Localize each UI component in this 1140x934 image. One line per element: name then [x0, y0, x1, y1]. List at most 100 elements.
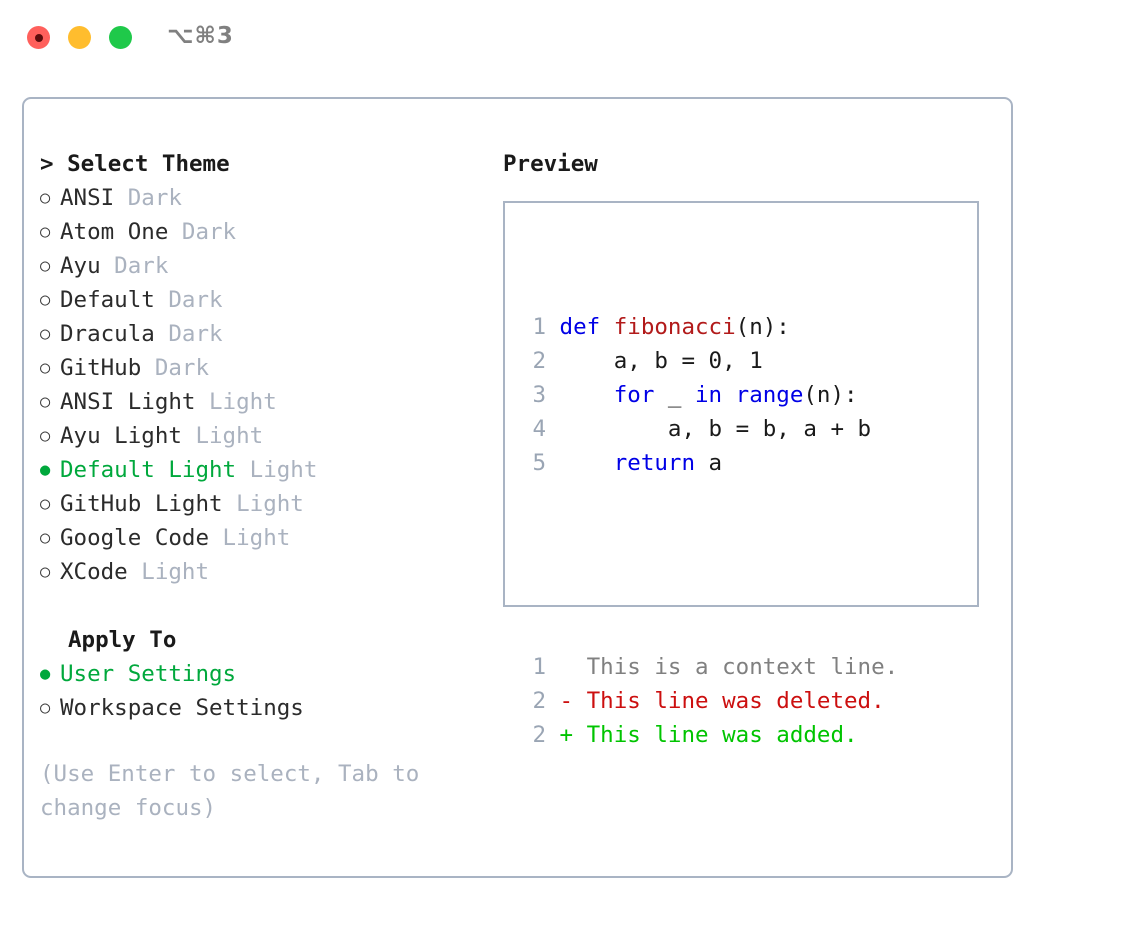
- preview-column: Preview 1 def fibonacci(n):2 a, b = 0, 1…: [503, 147, 1003, 748]
- theme-list[interactable]: ANSI DarkAtom One DarkAyu DarkDefault Da…: [40, 181, 500, 589]
- theme-item-8[interactable]: Default Light Light: [40, 453, 500, 487]
- maximize-window-button[interactable]: [109, 26, 132, 49]
- code-line-2: 3 for _ in range(n):: [522, 378, 898, 412]
- apply-item-1[interactable]: Workspace Settings: [40, 691, 500, 725]
- diff-text-add: + This line was added.: [559, 722, 858, 748]
- diff-line-0: 1 This is a context line.: [522, 650, 898, 684]
- radio-unselected-icon[interactable]: [40, 385, 60, 419]
- traffic-lights: [27, 26, 132, 49]
- radio-selected-icon[interactable]: [40, 453, 60, 487]
- line-number: 1: [532, 654, 546, 680]
- theme-item-label: Default Light: [60, 457, 237, 483]
- radio-selected-icon[interactable]: [40, 657, 60, 691]
- theme-item-3[interactable]: Default Dark: [40, 283, 500, 317]
- line-number: 1: [532, 314, 546, 340]
- code-token-fn: fibonacci: [613, 314, 736, 340]
- theme-mode-tag: Dark: [168, 219, 237, 245]
- theme-item-0[interactable]: ANSI Dark: [40, 181, 500, 215]
- theme-item-label: Default: [60, 287, 155, 313]
- line-number: 4: [532, 416, 546, 442]
- close-window-button[interactable]: [27, 26, 50, 49]
- apply-to-list[interactable]: User SettingsWorkspace Settings: [40, 657, 500, 725]
- diff-lines: 1 This is a context line.2 - This line w…: [522, 650, 898, 752]
- theme-mode-tag: Light: [127, 559, 210, 585]
- radio-unselected-icon[interactable]: [40, 249, 60, 283]
- theme-selection-column: > Select Theme ANSI DarkAtom One DarkAyu…: [40, 147, 500, 825]
- theme-item-6[interactable]: ANSI Light Light: [40, 385, 500, 419]
- theme-item-label: GitHub Light: [60, 491, 223, 517]
- code-token-pl: (n):: [735, 314, 790, 340]
- radio-unselected-icon[interactable]: [40, 351, 60, 385]
- theme-picker-panel: > Select Theme ANSI DarkAtom One DarkAyu…: [22, 97, 1013, 878]
- theme-mode-tag: Light: [195, 389, 277, 415]
- radio-unselected-icon[interactable]: [40, 521, 60, 555]
- code-line-0: 1 def fibonacci(n):: [522, 310, 898, 344]
- code-token-kw: in: [695, 382, 723, 408]
- code-token-kw: def: [559, 314, 614, 340]
- line-number: 2: [532, 688, 546, 714]
- diff-line-2: 2 + This line was added.: [522, 718, 898, 752]
- code-token-pl: _: [654, 382, 696, 408]
- theme-mode-tag: Dark: [100, 253, 169, 279]
- radio-unselected-icon[interactable]: [40, 487, 60, 521]
- radio-unselected-icon[interactable]: [40, 317, 60, 351]
- code-token-pl: a, b = b, a + b: [559, 416, 872, 442]
- theme-mode-tag: Light: [222, 491, 304, 517]
- theme-item-2[interactable]: Ayu Dark: [40, 249, 500, 283]
- theme-item-label: GitHub: [60, 355, 142, 381]
- theme-mode-tag: Light: [209, 525, 291, 551]
- code-token-pl: a, b = 0, 1: [559, 348, 763, 374]
- diff-text-del: - This line was deleted.: [559, 688, 885, 714]
- minimize-window-button[interactable]: [68, 26, 91, 49]
- code-token-pl: a: [695, 450, 723, 476]
- code-blank-line: [522, 548, 898, 582]
- code-token-kw: range: [735, 382, 804, 408]
- line-number: 2: [532, 348, 546, 374]
- theme-mode-tag: Dark: [114, 185, 182, 211]
- code-line-4: 5 return a: [522, 446, 898, 480]
- code-token-pl: [560, 450, 614, 476]
- code-line-1: 2 a, b = 0, 1: [522, 344, 898, 378]
- diff-line-1: 2 - This line was deleted.: [522, 684, 898, 718]
- diff-text-ctx: This is a context line.: [559, 654, 899, 680]
- theme-item-9[interactable]: GitHub Light Light: [40, 487, 500, 521]
- theme-item-label: Google Code: [60, 525, 210, 551]
- theme-item-label: ANSI Light: [60, 389, 196, 415]
- theme-item-5[interactable]: GitHub Dark: [40, 351, 500, 385]
- theme-item-label: Ayu Light: [60, 423, 182, 449]
- radio-unselected-icon[interactable]: [40, 555, 60, 589]
- theme-item-11[interactable]: XCode Light: [40, 555, 500, 589]
- code-token-kw: for: [613, 382, 655, 408]
- theme-item-label: ANSI: [60, 185, 115, 211]
- window-title: ⌥⌘3: [167, 23, 234, 49]
- theme-item-label: Dracula: [60, 321, 155, 347]
- apply-item-label: Workspace Settings: [60, 695, 304, 721]
- apply-item-label: User Settings: [60, 661, 237, 687]
- radio-unselected-icon[interactable]: [40, 283, 60, 317]
- theme-mode-tag: Light: [236, 457, 318, 483]
- theme-mode-tag: Dark: [154, 287, 223, 313]
- radio-unselected-icon[interactable]: [40, 181, 60, 215]
- theme-item-label: Ayu: [60, 253, 101, 279]
- theme-item-10[interactable]: Google Code Light: [40, 521, 500, 555]
- preview-header: Preview: [503, 151, 598, 177]
- theme-mode-tag: Dark: [154, 321, 223, 347]
- section-spacer: [40, 589, 500, 623]
- apply-item-0[interactable]: User Settings: [40, 657, 500, 691]
- line-number: 2: [532, 722, 546, 748]
- theme-item-1[interactable]: Atom One Dark: [40, 215, 500, 249]
- radio-unselected-icon[interactable]: [40, 691, 60, 725]
- keyboard-hint: (Use Enter to select, Tab to change focu…: [40, 761, 420, 821]
- code-token-pl: [560, 382, 614, 408]
- title-bar: ⌥⌘3: [0, 0, 1140, 78]
- radio-unselected-icon[interactable]: [40, 215, 60, 249]
- theme-item-4[interactable]: Dracula Dark: [40, 317, 500, 351]
- radio-unselected-icon[interactable]: [40, 419, 60, 453]
- theme-item-7[interactable]: Ayu Light Light: [40, 419, 500, 453]
- code-token-pl: (n):: [803, 382, 858, 408]
- apply-to-header: Apply To: [68, 627, 177, 653]
